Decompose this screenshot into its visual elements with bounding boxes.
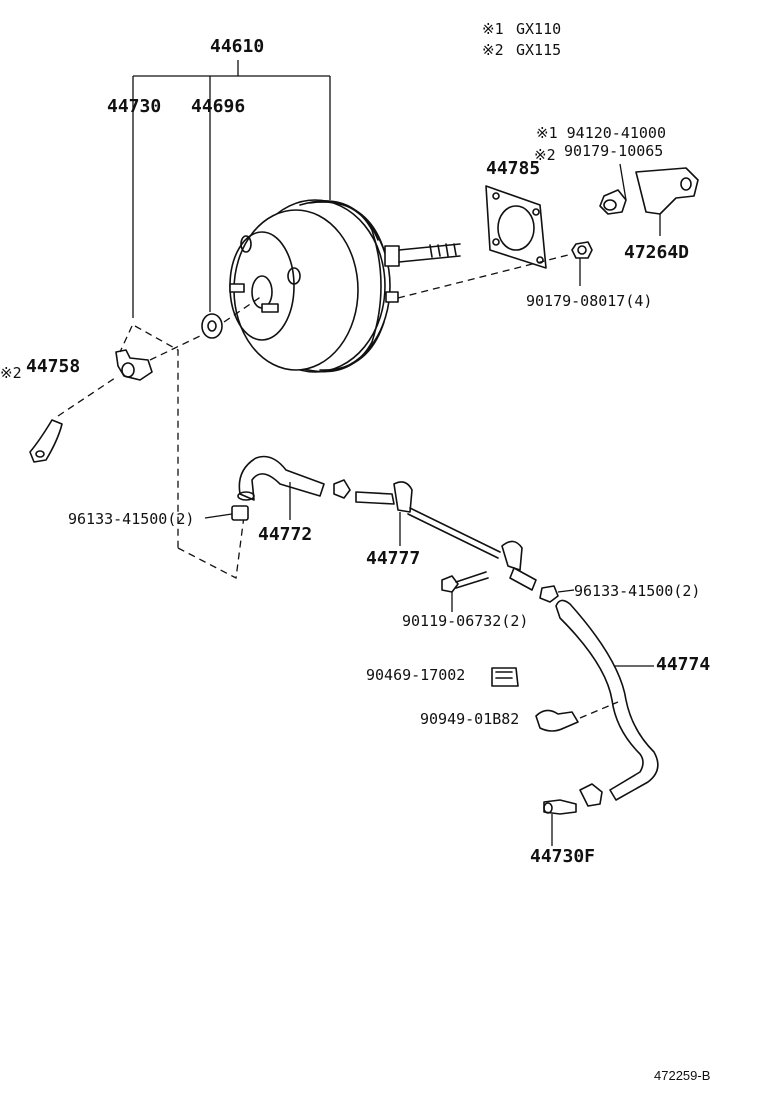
label-44730F: 44730F bbox=[530, 846, 595, 867]
nut-drawing bbox=[397, 241, 593, 299]
legend-model-2: GX115 bbox=[516, 41, 561, 59]
assembly-bracket bbox=[132, 60, 331, 318]
label-96133-41500-right: 96133-41500(2) bbox=[574, 582, 700, 600]
label-44785: 44785 bbox=[486, 158, 540, 179]
routing-dashes bbox=[177, 515, 245, 580]
label-90949-01B82: 90949-01B82 bbox=[420, 710, 519, 728]
label-94120-41000: ※1 94120-41000 bbox=[536, 124, 666, 142]
brake-booster-drawing bbox=[229, 199, 461, 373]
hose-44772-drawing bbox=[204, 455, 325, 521]
bolt-drawing bbox=[441, 571, 489, 612]
valve-44730F-drawing bbox=[543, 783, 603, 846]
figure-reference: 472259-B bbox=[654, 1068, 710, 1083]
hose-44758-drawing bbox=[29, 375, 119, 463]
gasket-drawing bbox=[485, 185, 547, 269]
bracket-drawing bbox=[599, 163, 699, 236]
check-valve-drawing bbox=[115, 325, 201, 548]
label-96133-41500-left: 96133-41500(2) bbox=[68, 510, 194, 528]
pipe-44777-drawing bbox=[333, 479, 537, 591]
legend-mark-2: ※2 bbox=[482, 41, 504, 59]
model-legend: ※1 GX110 ※2 GX115 bbox=[482, 20, 561, 59]
label-47264D: 47264D bbox=[624, 242, 689, 263]
label-44772: 44772 bbox=[258, 524, 312, 545]
clamp-90469-drawing bbox=[491, 667, 519, 687]
label-44610: 44610 bbox=[210, 36, 264, 57]
fitting-90949-drawing bbox=[535, 701, 619, 732]
grommet-drawing bbox=[201, 295, 263, 339]
hose-44774-drawing bbox=[555, 599, 659, 801]
label-44758-mark: ※2 bbox=[0, 364, 22, 382]
label-90179-08017: 90179-08017(4) bbox=[526, 292, 652, 310]
label-44777: 44777 bbox=[366, 548, 420, 569]
clamp-right-drawing bbox=[539, 585, 575, 603]
label-90179-10065-mark: ※2 bbox=[534, 146, 556, 164]
label-90179-10065: 90179-10065 bbox=[564, 142, 663, 160]
label-90469-17002: 90469-17002 bbox=[366, 666, 465, 684]
label-90119-06732: 90119-06732(2) bbox=[402, 612, 528, 630]
label-44758: 44758 bbox=[26, 356, 80, 377]
label-44696: 44696 bbox=[191, 96, 245, 117]
label-44730: 44730 bbox=[107, 96, 161, 117]
legend-mark-1: ※1 bbox=[482, 20, 504, 38]
label-44774: 44774 bbox=[656, 654, 710, 675]
legend-model-1: GX110 bbox=[516, 20, 561, 38]
